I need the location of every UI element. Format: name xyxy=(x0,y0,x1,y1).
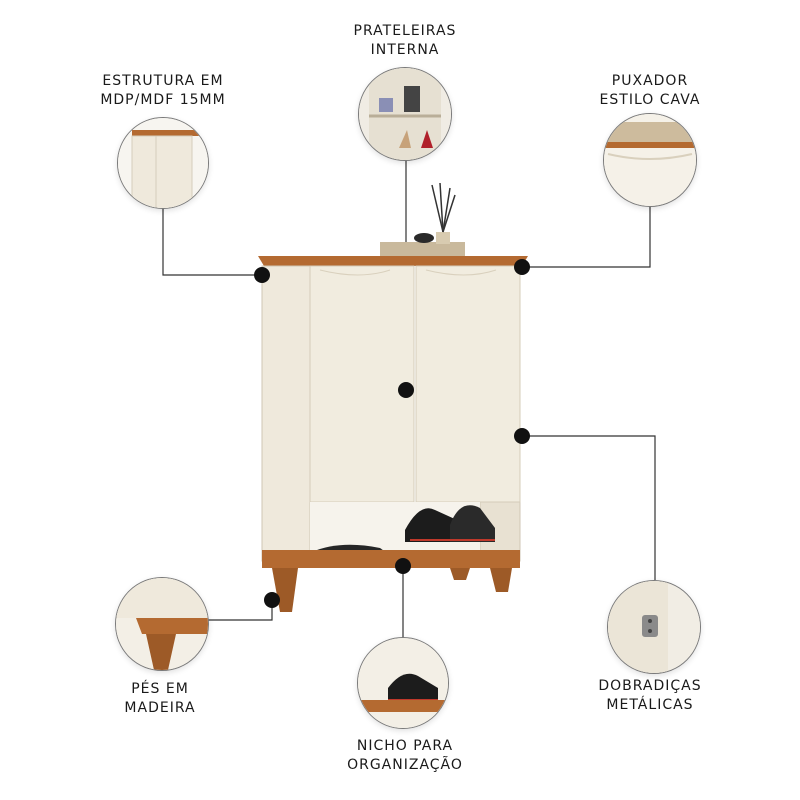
line-dobradicas xyxy=(522,435,656,580)
detail-dobradicas xyxy=(607,580,701,674)
detail-estrutura xyxy=(117,117,209,209)
label-dobradicas-line2: METÁLICAS xyxy=(606,697,694,713)
label-puxador-line1: PUXADOR xyxy=(611,73,689,89)
marker-pes xyxy=(264,592,280,608)
label-pes-line2: MADEIRA xyxy=(124,700,196,716)
detail-nicho xyxy=(357,637,449,729)
reed-diffuser-icon xyxy=(380,182,465,256)
label-pes: PÉS EM MADEIRA xyxy=(100,680,220,718)
label-dobradicas-line1: DOBRADIÇAS xyxy=(598,678,702,694)
label-nicho-line1: NICHO PARA xyxy=(356,738,454,754)
cabinet-illustration xyxy=(258,182,528,612)
marker-puxador xyxy=(514,259,530,275)
marker-estrutura xyxy=(254,267,270,283)
label-prateleiras-line2: INTERNA xyxy=(370,42,440,58)
label-estrutura-line2: MDP/MDF 15MM xyxy=(100,92,226,108)
detail-pes xyxy=(115,577,209,671)
marker-nicho xyxy=(395,558,411,574)
line-puxador xyxy=(522,205,651,268)
label-dobradicas: DOBRADIÇAS METÁLICAS xyxy=(575,677,725,715)
label-nicho: NICHO PARA ORGANIZAÇÃO xyxy=(325,737,485,775)
label-nicho-line2: ORGANIZAÇÃO xyxy=(347,757,463,773)
detail-puxador xyxy=(603,113,697,207)
label-prateleiras: PRATELEIRAS INTERNA xyxy=(330,22,480,60)
hinge-icon xyxy=(642,615,658,637)
label-puxador: PUXADOR ESTILO CAVA xyxy=(575,72,725,110)
label-estrutura: ESTRUTURA EM MDP/MDF 15MM xyxy=(88,72,238,110)
label-prateleiras-line1: PRATELEIRAS xyxy=(353,23,457,39)
marker-dobradicas xyxy=(514,428,530,444)
label-pes-line1: PÉS EM xyxy=(131,681,189,697)
label-estrutura-line1: ESTRUTURA EM xyxy=(102,73,224,89)
line-estrutura xyxy=(162,205,262,276)
marker-prateleiras xyxy=(398,382,414,398)
label-puxador-line2: ESTILO CAVA xyxy=(599,92,701,108)
detail-prateleiras xyxy=(358,67,452,161)
